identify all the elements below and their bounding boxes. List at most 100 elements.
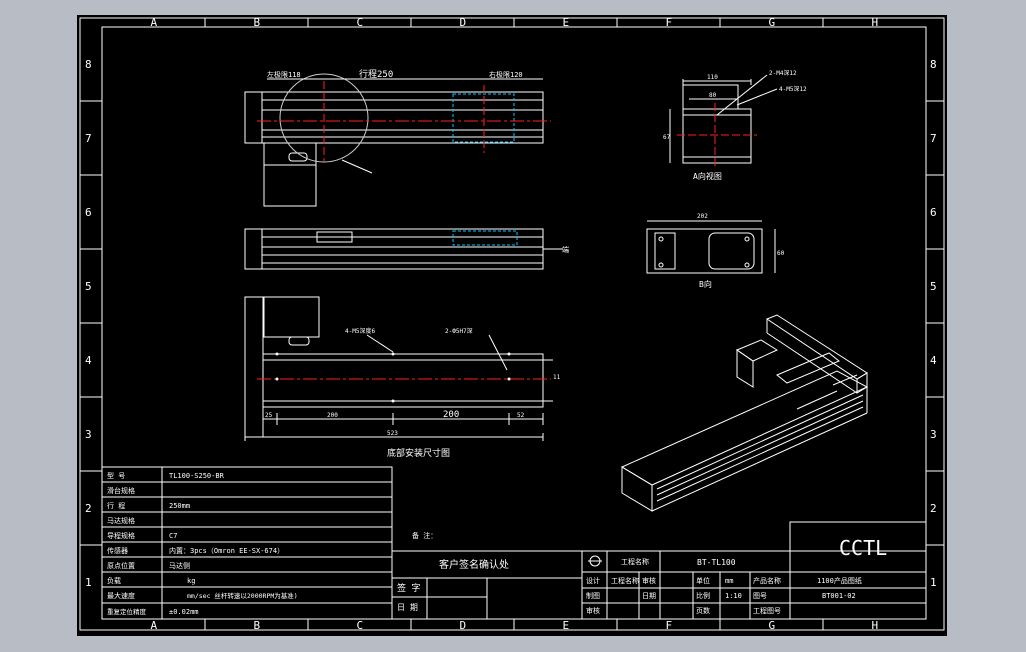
a-view: [669, 74, 778, 167]
tb-r1-c3: 审核: [642, 576, 656, 585]
tb-r1-c8: 1100产品图纸: [817, 576, 862, 585]
spec-label-slide: 滑台规格: [107, 486, 135, 495]
column-marker: E: [563, 619, 570, 632]
spec-value-load: kg: [187, 577, 195, 585]
top-left-limit-label: 左极限118: [267, 70, 301, 79]
column-marker: E: [563, 16, 570, 29]
column-marker: B: [254, 619, 261, 632]
top-view: [244, 73, 551, 207]
bottom-view-caption: 底部安装尺寸图: [387, 447, 450, 459]
column-marker: B: [254, 16, 261, 29]
drawing-number: BT-TL100: [697, 558, 736, 567]
row-marker: 1: [85, 576, 92, 589]
a-view-inner-dim: 80: [709, 92, 717, 99]
row-marker: 6: [930, 206, 937, 219]
a-view-width-dim: 110: [707, 74, 718, 81]
tb-r2-c3: 日期: [642, 592, 656, 600]
bottom-height-dim: 11: [553, 374, 561, 381]
spec-label-load: 负载: [107, 576, 121, 585]
column-marker: H: [872, 619, 879, 632]
b-view: [646, 220, 776, 274]
column-marker: G: [769, 16, 776, 29]
side-view: [244, 228, 563, 270]
row-marker: 8: [930, 58, 937, 71]
tb-r2-c6: 1:10: [725, 592, 742, 600]
spec-value-stroke: 250mm: [169, 502, 190, 510]
column-marker: A: [151, 16, 158, 29]
spec-label-sensor: 传感器: [107, 546, 128, 555]
spec-value-accuracy: ±0.02mm: [169, 608, 199, 616]
tb-r1-c6: mm: [725, 577, 733, 585]
bottom-view: [244, 296, 553, 441]
a-view-hole-note-1: 2-M4深12: [769, 69, 797, 77]
tb-r1-c2: 工程名称: [611, 576, 639, 585]
row-marker: 1: [930, 576, 937, 589]
tb-r3-c7: 工程图号: [753, 606, 781, 615]
spec-label-origin: 原点位置: [107, 561, 135, 570]
notes-label: 备 注：: [412, 531, 437, 540]
project-name-label: 工程名称: [621, 557, 649, 566]
b-view-height-dim: 60: [777, 250, 785, 257]
side-end-tag: 端: [562, 245, 569, 254]
row-marker: 6: [85, 206, 92, 219]
column-marker: C: [357, 16, 364, 29]
spec-value-origin: 马达侧: [169, 561, 190, 570]
bottom-total-dim: 523: [387, 430, 398, 437]
a-view-hole-note-2: 4-M5深12: [779, 85, 807, 93]
spec-label-model: 型 号: [107, 471, 125, 480]
top-right-limit-label: 右极限120: [489, 70, 523, 79]
row-marker: 3: [85, 428, 92, 441]
row-marker: 7: [85, 132, 92, 145]
spec-value-model: TL100-S250-BR: [169, 472, 225, 480]
isometric-view: [620, 314, 869, 512]
tb-r1-c5: 单位: [696, 576, 710, 585]
row-marker: 4: [85, 354, 92, 367]
confirm-title: 客户签名确认处: [439, 558, 509, 571]
spec-value-lead: C7: [169, 532, 177, 540]
top-stroke-label: 行程250: [359, 68, 393, 80]
column-marker: A: [151, 619, 158, 632]
tb-r2-c8: BT001-02: [822, 592, 856, 600]
date-label: 日 期: [397, 603, 418, 612]
row-marker: 4: [930, 354, 937, 367]
bottom-dim-1: 25: [265, 412, 273, 419]
row-marker: 5: [930, 280, 937, 293]
spec-value-speed: mm/sec 丝杆转速以2000RPM为基准): [187, 591, 298, 600]
tb-r2-c7: 图号: [753, 592, 767, 600]
tb-r1-c1: 设计: [586, 576, 600, 585]
column-marker: D: [460, 619, 467, 632]
row-marker: 3: [930, 428, 937, 441]
column-marker: F: [666, 16, 673, 29]
spec-table: [101, 466, 393, 620]
title-block: [581, 521, 927, 620]
row-marker: 8: [85, 58, 92, 71]
b-view-caption: B向: [699, 279, 712, 289]
column-marker: C: [357, 619, 364, 632]
row-marker: 2: [85, 502, 92, 515]
row-marker: 5: [85, 280, 92, 293]
column-marker: F: [666, 619, 673, 632]
spec-label-stroke: 行 程: [107, 501, 125, 510]
b-view-width-dim: 202: [697, 213, 708, 220]
brand-logo-text: CCTL: [839, 536, 887, 560]
spec-label-lead: 导程规格: [107, 531, 135, 540]
bottom-hole-note-left: 4-M5深度6: [345, 327, 375, 335]
spec-label-speed: 最大速度: [107, 591, 135, 600]
bottom-dim-2: 200: [327, 412, 338, 419]
tb-r2-c1: 制图: [586, 591, 600, 600]
tb-r3-c1: 审核: [586, 606, 600, 615]
tb-r3-c5: 页数: [696, 606, 710, 615]
bottom-hole-note-right: 2-Ф5H7深: [445, 327, 473, 335]
column-marker: D: [460, 16, 467, 29]
column-marker: H: [872, 16, 879, 29]
bottom-dim-4: 52: [517, 412, 525, 419]
sign-label: 签 字: [397, 582, 420, 594]
row-marker: 7: [930, 132, 937, 145]
spec-label-motor: 马达规格: [107, 516, 135, 525]
column-marker: G: [769, 619, 776, 632]
tb-r2-c5: 比例: [696, 591, 710, 600]
spec-value-sensor: 内置：3pcs（Omron EE-SX-674）: [169, 546, 284, 555]
row-marker: 2: [930, 502, 937, 515]
